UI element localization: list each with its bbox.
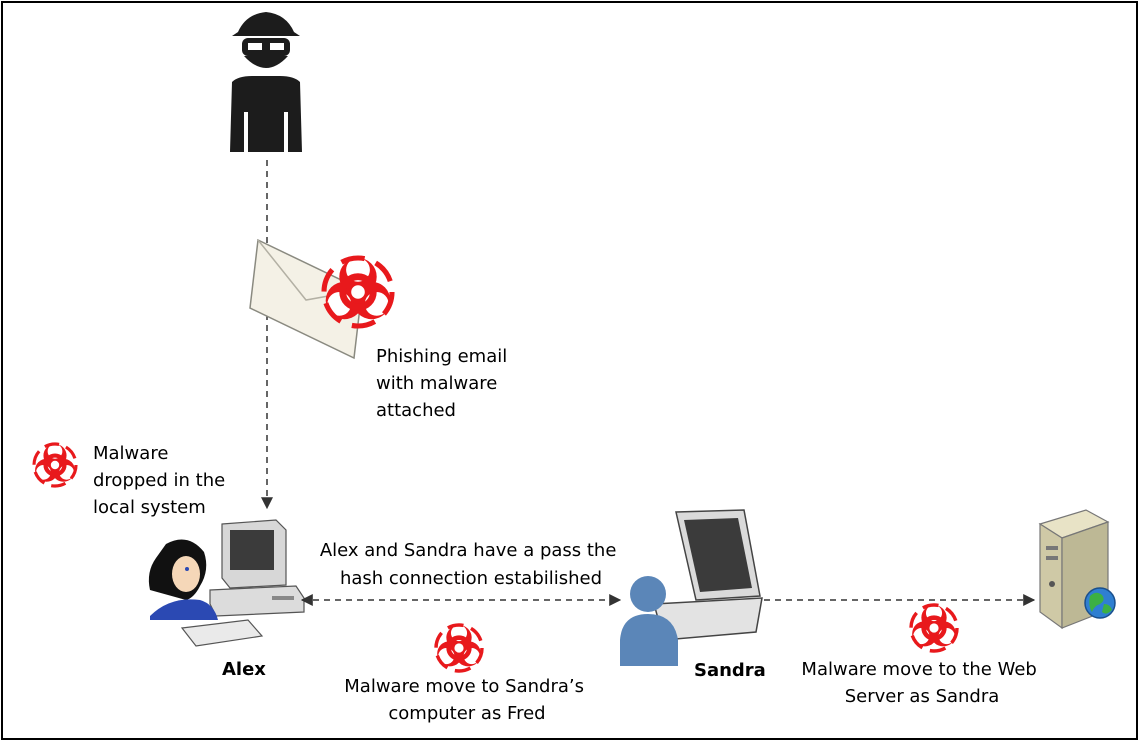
web-server-icon	[1038, 509, 1116, 630]
dropped-label: Malware dropped in the local system	[93, 443, 231, 518]
desktop-computer-user-icon	[148, 519, 305, 647]
biohazard-icon	[34, 444, 76, 486]
node-label-alex: Alex	[222, 659, 266, 680]
phishing-label: Phishing email with malware attached	[376, 346, 513, 421]
laptop-user-icon	[620, 509, 763, 666]
biohazard-icon	[436, 625, 482, 671]
hacker-icon	[230, 12, 302, 152]
connection-label: Alex and Sandra have a pass the hash con…	[320, 540, 622, 589]
move-sandra-label: Malware move to Sandra’s computer as Fre…	[344, 676, 589, 724]
node-label-sandra: Sandra	[694, 660, 766, 681]
move-web-label: Malware move to the Web Server as Sandra	[801, 659, 1042, 707]
biohazard-icon	[911, 605, 957, 651]
